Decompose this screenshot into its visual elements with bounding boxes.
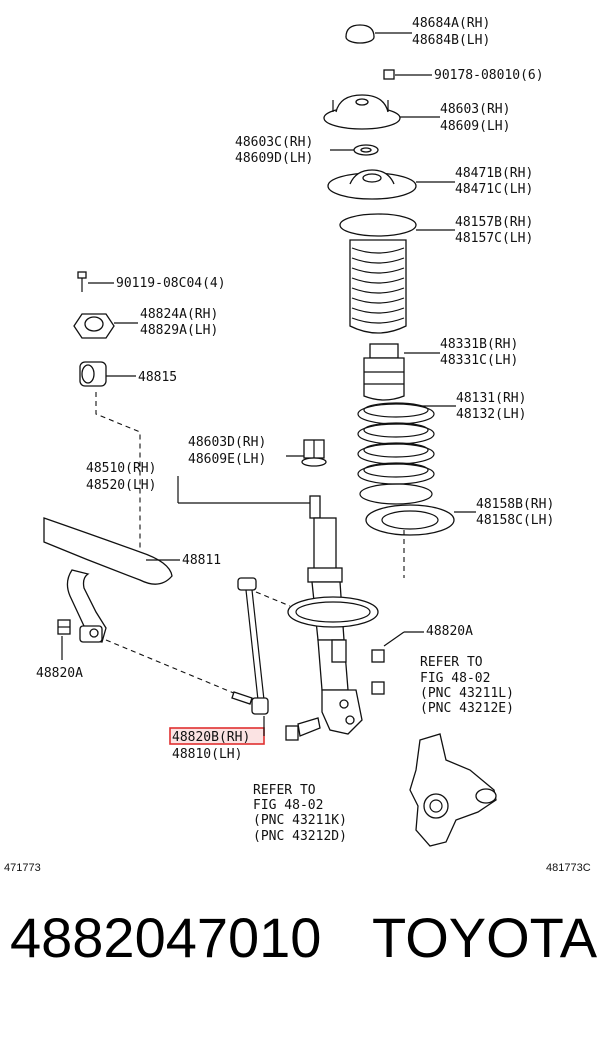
- refer2-line4: (PNC 43212D): [253, 829, 347, 844]
- strut-support-part: [323, 94, 401, 130]
- nut-part: [383, 69, 395, 80]
- refer1-line4: (PNC 43212E): [420, 701, 514, 716]
- label-48684a: 48684A(RH): [412, 16, 490, 31]
- label-48603c: 48603C(RH): [235, 135, 313, 150]
- label-48471c: 48471C(LH): [455, 182, 533, 197]
- label-48829a: 48829A(LH): [140, 323, 218, 338]
- steering-knuckle-part: [409, 733, 497, 847]
- stabilizer-bar-part: [43, 517, 173, 643]
- refer1-line2: FIG 48-02: [420, 671, 490, 686]
- label-48331b: 48331B(RH): [440, 337, 518, 352]
- refer2-line2: FIG 48-02: [253, 798, 323, 813]
- label-48131: 48131(RH): [456, 391, 526, 406]
- bolt-part: [77, 271, 87, 292]
- label-48603d: 48603D(RH): [188, 435, 266, 450]
- shaft-nut-part: [301, 439, 327, 467]
- stabilizer-bracket-part: [73, 313, 115, 339]
- strut-nut-part: [371, 681, 385, 695]
- label-48331c: 48331C(LH): [440, 353, 518, 368]
- link-nut-right-part: [371, 649, 385, 663]
- bound-stopper-part: [363, 343, 405, 401]
- refer2-line1: REFER TO: [253, 783, 316, 798]
- figure-number-right: 481773C: [546, 862, 591, 874]
- spring-upper-seat-part: [327, 169, 417, 200]
- brand-name: TOYOTA: [372, 906, 598, 969]
- label-48609e: 48609E(LH): [188, 452, 266, 467]
- strut-bolt-part: [285, 717, 321, 741]
- label-48820b-highlighted[interactable]: 48820B(RH): [172, 730, 250, 745]
- label-48824a: 48824A(RH): [140, 307, 218, 322]
- refer2-line3: (PNC 43211K): [253, 813, 347, 828]
- label-48603: 48603(RH): [440, 102, 510, 117]
- mount-cap-part: [345, 24, 375, 44]
- shock-absorber-part: [287, 495, 379, 735]
- label-48157c: 48157C(LH): [455, 231, 533, 246]
- refer1-line3: (PNC 43211L): [420, 686, 514, 701]
- label-48157b: 48157B(RH): [455, 215, 533, 230]
- label-48510: 48510(RH): [86, 461, 156, 476]
- dust-boot-part: [339, 213, 417, 334]
- stabilizer-link-part: [231, 577, 269, 715]
- label-90178: 90178-08010(6): [434, 68, 544, 83]
- refer1-line1: REFER TO: [420, 655, 483, 670]
- label-48158c: 48158C(LH): [476, 513, 554, 528]
- washer-part: [353, 144, 379, 156]
- coil-spring-part: [357, 402, 435, 505]
- label-90119: 90119-08C04(4): [116, 276, 226, 291]
- part-number: 4882047010: [10, 906, 322, 969]
- label-48609d: 48609D(LH): [235, 151, 313, 166]
- label-48132: 48132(LH): [456, 407, 526, 422]
- label-48815: 48815: [138, 370, 177, 385]
- label-48471b: 48471B(RH): [455, 166, 533, 181]
- label-48820a-left: 48820A: [36, 666, 83, 681]
- link-nut-left-part: [57, 619, 71, 635]
- label-48158b: 48158B(RH): [476, 497, 554, 512]
- label-48811: 48811: [182, 553, 221, 568]
- label-48820a-right: 48820A: [426, 624, 473, 639]
- label-48520: 48520(LH): [86, 478, 156, 493]
- figure-number-left: 471773: [4, 862, 41, 874]
- label-48684b: 48684B(LH): [412, 33, 490, 48]
- stabilizer-bushing-part: [79, 361, 107, 387]
- spring-lower-insulator-part: [365, 504, 455, 536]
- label-48609: 48609(LH): [440, 119, 510, 134]
- footer-caption: 4882047010 TOYOTA: [0, 905, 600, 995]
- label-48810: 48810(LH): [172, 747, 242, 762]
